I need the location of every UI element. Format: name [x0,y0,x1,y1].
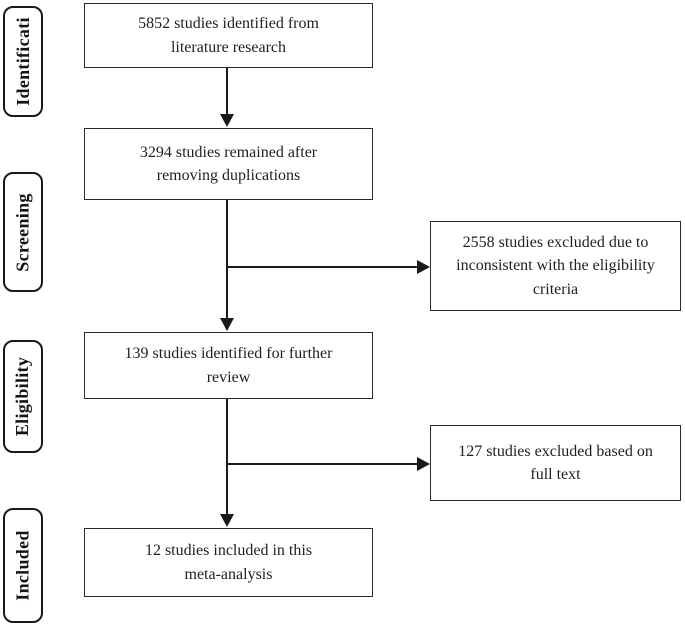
stage-tab-identification-label: Identificati [12,17,33,106]
arrowhead-identified-to-deduplicated [220,114,234,127]
arrowhead-further-review-to-included [220,514,234,527]
stage-tab-included-label: Included [12,530,33,601]
arrowhead-deduplicated-to-further-review [220,318,234,331]
stage-tab-identification: Identificati [3,6,43,117]
exclusion-box-fulltext: 127 studies excluded based on full text [430,425,681,501]
arrowhead-to-excluded-eligibility [417,260,430,274]
stage-tab-eligibility-label: Eligibility [12,356,33,437]
flow-box-deduplicated: 3294 studies remained after removing dup… [84,128,373,200]
flow-box-identified: 5852 studies identified from literature … [84,3,373,68]
stage-tab-included: Included [3,508,43,623]
stage-tab-screening-label: Screening [12,192,33,272]
flow-box-further-review: 139 studies identified for further revie… [84,332,373,399]
flow-box-included: 12 studies included in this meta-analysi… [84,528,373,597]
stage-tab-eligibility: Eligibility [3,340,43,453]
arrowhead-to-excluded-fulltext [417,457,430,471]
exclusion-box-eligibility: 2558 studies excluded due to inconsisten… [430,221,681,311]
stage-tab-screening: Screening [3,172,43,292]
